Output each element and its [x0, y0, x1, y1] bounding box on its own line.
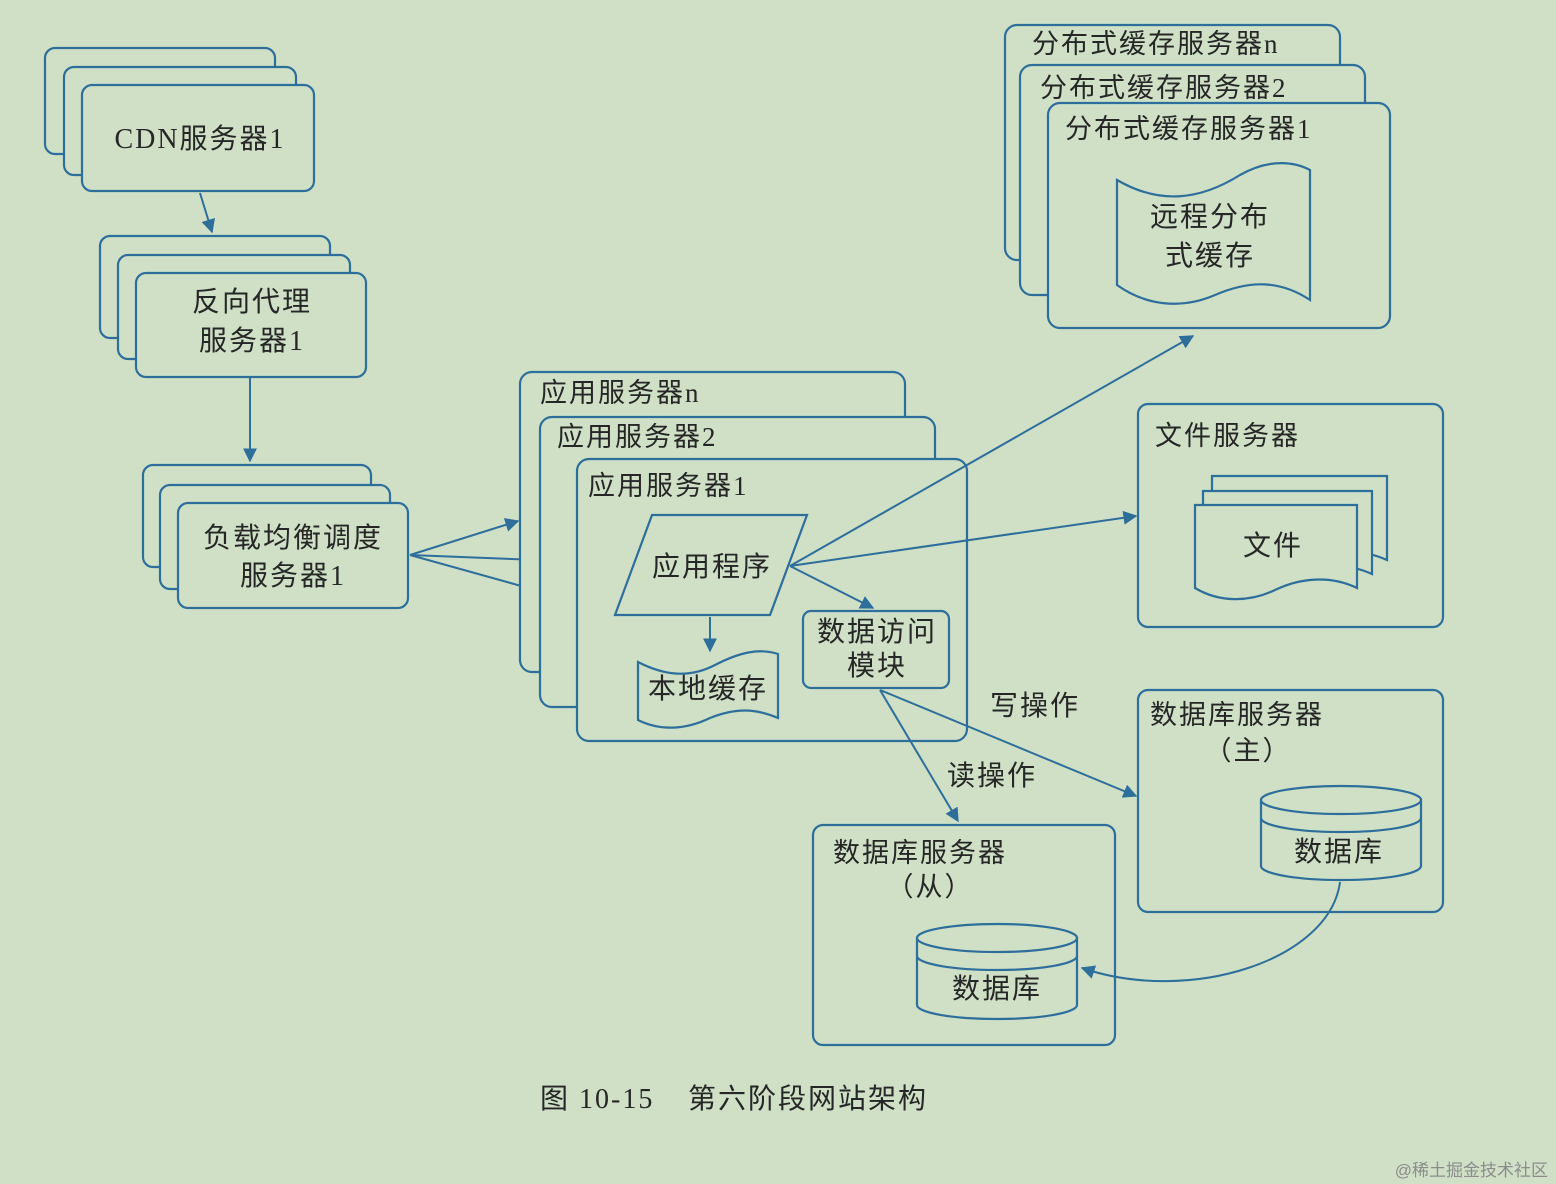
load-balancer-label-line2: 服务器1: [240, 560, 346, 592]
cdn-server-label: CDN服务器1: [114, 123, 285, 155]
remote-cache-label-line2: 式缓存: [1165, 240, 1255, 272]
app-server-n-title: 应用服务器n: [540, 378, 701, 408]
db-master-cylinder-top: [1259, 784, 1423, 816]
load-balancer-stack: 负载均衡调度 服务器1: [141, 463, 410, 610]
application-label: 应用程序: [652, 551, 772, 583]
remote-cache-label-line1: 远程分布: [1150, 201, 1270, 233]
load-balancer-front: [176, 501, 410, 610]
distributed-cache-2-title: 分布式缓存服务器2: [1040, 73, 1288, 103]
arrow-write-to-db-master: [879, 689, 1138, 798]
arrow-app-to-data-access: [789, 565, 875, 609]
read-operation-label: 读操作: [947, 760, 1037, 792]
db-slave-cylinder-body: [915, 936, 1079, 1021]
app-server-2-title: 应用服务器2: [557, 422, 718, 452]
remote-cache-node: [1115, 162, 1312, 305]
local-cache-node: [636, 650, 780, 729]
db-master-cylinder-body: [1259, 798, 1423, 882]
app-server-stack: 应用服务器n 应用服务器2 应用服务器1 应用程序 本地缓存 数据访问 模块: [518, 370, 969, 743]
caption-number: 图 10-15: [540, 1084, 654, 1115]
db-slave-cylinder-top: [915, 922, 1079, 954]
db-master-title: 数据库服务器: [1150, 700, 1324, 730]
data-access-label-line2: 模块: [847, 650, 907, 682]
file-server-title: 文件服务器: [1155, 421, 1300, 451]
db-slave-role: （从）: [887, 872, 974, 902]
arrow-cdn-to-proxy: [199, 192, 215, 234]
caption-title: 第六阶段网站架构: [688, 1083, 928, 1115]
db-slave-title: 数据库服务器: [833, 838, 1007, 868]
data-access-module: [801, 609, 951, 690]
file-label: 文件: [1243, 530, 1303, 562]
data-access-label-line1: 数据访问: [817, 616, 937, 648]
local-cache-label: 本地缓存: [648, 673, 768, 705]
app-server-1-title: 应用服务器1: [588, 471, 749, 501]
db-master-role: （主）: [1205, 736, 1292, 766]
arrow-balancer-to-app-n: [409, 518, 520, 556]
db-master-server: 数据库服务器 （主） 数据库: [1136, 688, 1445, 914]
db-slave-database-label: 数据库: [952, 973, 1042, 1005]
arrow-balancer-to-app-2: [409, 552, 540, 567]
file-doc-front: [1193, 503, 1359, 601]
cdn-server-front: [80, 83, 316, 193]
distributed-cache-n-title: 分布式缓存服务器n: [1032, 29, 1280, 59]
arrow-read-to-db-slave: [879, 689, 959, 823]
file-server: 文件服务器 文件: [1136, 402, 1445, 629]
load-balancer-label-line1: 负载均衡调度: [203, 522, 383, 554]
distributed-cache-1-title: 分布式缓存服务器1: [1065, 114, 1313, 144]
credit-text: @稀土掘金技术社区: [1395, 1161, 1548, 1180]
db-master-database-label: 数据库: [1294, 836, 1384, 868]
reverse-proxy-stack: 反向代理 服务器1: [98, 234, 368, 379]
db-master-cylinder-band: [1259, 817, 1423, 834]
db-slave-server: 数据库服务器 （从） 数据库: [811, 823, 1117, 1047]
reverse-proxy-label-line1: 反向代理: [192, 286, 312, 318]
db-slave-cylinder-band: [915, 955, 1079, 972]
cdn-server-stack: CDN服务器1: [43, 46, 316, 193]
reverse-proxy-front: [134, 271, 368, 379]
distributed-cache-stack: 分布式缓存服务器n 分布式缓存服务器2 分布式缓存服务器1 远程分布 式缓存: [1003, 23, 1392, 330]
write-operation-label: 写操作: [990, 690, 1080, 722]
arrow-app-to-file-server: [789, 510, 1138, 567]
application-node: [613, 513, 809, 617]
arrow-app-to-distributed-cache: [789, 335, 1195, 567]
reverse-proxy-label-line2: 服务器1: [199, 325, 305, 357]
arrow-replication-master-to-slave: [1080, 881, 1341, 983]
